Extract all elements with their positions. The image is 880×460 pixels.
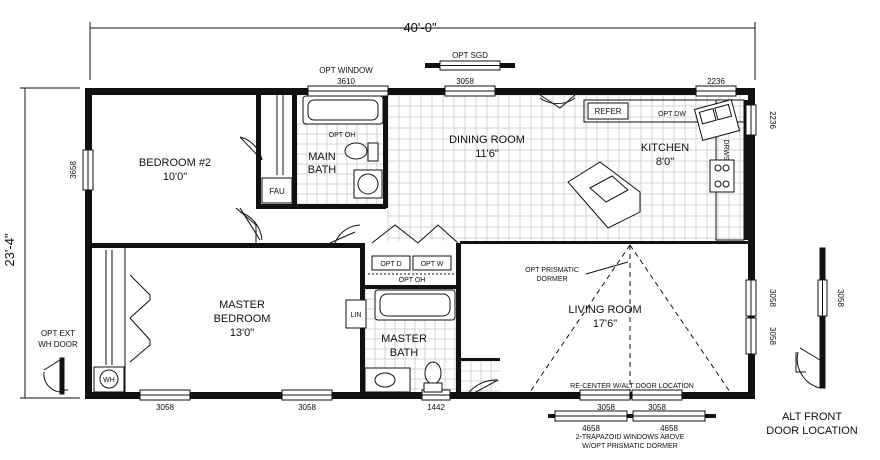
dining-size: 11'6"	[475, 148, 499, 160]
trapezoid-windows-marker	[548, 410, 716, 422]
win-bottom-living-1: 3058	[597, 403, 615, 412]
win-right-kitchen: 2236	[768, 111, 777, 129]
main-bath-sink	[353, 169, 383, 199]
opt-oh-main-label: OPT OH	[329, 132, 356, 139]
opt-sgd-note: OPT SGD	[452, 51, 488, 60]
opt-ext-note-1: OPT EXT	[41, 329, 75, 338]
opt-sgd-marker	[425, 60, 515, 71]
win-left-bedroom: 3658	[69, 161, 78, 179]
win-right-living-1: 3058	[768, 289, 777, 307]
recenter-note: RE-CENTER W/ALT DOOR LOCATION	[570, 383, 694, 390]
wh-label: WH	[103, 377, 115, 384]
win-right-living-2: 3058	[768, 327, 777, 345]
depth-dimension: 23'-4"	[2, 87, 80, 399]
win-bottom-master-1: 3058	[156, 403, 174, 412]
win-trap-2: 4658	[660, 424, 678, 433]
closets	[105, 95, 284, 392]
win-trap-1: 4658	[582, 424, 600, 433]
linen-closet	[345, 299, 367, 329]
master-bedroom-name-2: BEDROOM	[214, 313, 271, 325]
alt-front-door-marker	[795, 247, 828, 389]
prismatic-dormer-lines	[529, 244, 731, 393]
kitchen-size: 8'0"	[656, 156, 674, 168]
prismatic-note-2: DORMER	[536, 276, 567, 283]
interior-walls	[85, 88, 755, 399]
main-bath-name-2: BATH	[308, 164, 337, 176]
doors	[129, 94, 576, 399]
master-bath-sink	[364, 367, 411, 393]
master-bedroom-name-1: MASTER	[219, 299, 265, 311]
living-size: 17'6"	[593, 318, 617, 330]
opt-ext-wh-door-marker	[43, 357, 68, 395]
main-bath-toilet	[344, 142, 379, 162]
fau-label: FAU	[269, 187, 285, 196]
prismatic-note-1: OPT PRISMATIC	[525, 267, 579, 274]
lin-label: LIN	[351, 312, 362, 319]
refer-box	[587, 102, 629, 120]
opt-ext-note-2: WH DOOR	[38, 340, 78, 349]
bedroom2-size: 10'0"	[163, 171, 187, 183]
opt-d-label: OPT D	[380, 261, 401, 268]
refer-label: REFER	[594, 107, 621, 116]
dining-name: DINING ROOM	[449, 134, 525, 146]
range	[709, 159, 735, 193]
kitchen-sink	[693, 99, 741, 141]
kitchen-island	[567, 161, 641, 229]
win-top-dining: 3058	[456, 77, 474, 86]
win-top-kitchen: 2236	[707, 77, 725, 86]
living-name: LIVING ROOM	[568, 304, 641, 316]
kitchen-name: KITCHEN	[641, 142, 689, 154]
win-top-bath: 3610	[337, 77, 355, 86]
opt-oh-laundry-label: OPT OH	[399, 277, 426, 284]
overall-depth-label: 23'-4"	[2, 233, 17, 267]
width-dimension: 40'-0"	[89, 20, 756, 80]
dining-kitchen-tile	[387, 94, 744, 241]
master-bath-tub	[374, 289, 456, 321]
win-bottom-living-2: 3058	[648, 403, 666, 412]
drws-label: DRWS	[722, 139, 729, 161]
opt-dw-label: OPT DW	[658, 111, 686, 118]
opt-d-box	[371, 255, 411, 271]
trap-note-2: W/OPT PRISMATIC DORMER	[582, 443, 677, 450]
main-bath-tub	[302, 95, 384, 125]
master-bath-name-2: BATH	[390, 347, 419, 359]
trap-note-1: 2-TRAPAZOID WINDOWS ABOVE	[576, 434, 685, 441]
win-alt-door-side: 3058	[836, 289, 845, 307]
alt-front-note-1: ALT FRONT	[782, 411, 842, 423]
master-bath-name-1: MASTER	[381, 333, 427, 345]
fau-box	[261, 177, 293, 204]
opt-window-note: OPT WINDOW	[319, 66, 373, 75]
opt-w-box	[412, 255, 452, 271]
master-bath-toilet	[423, 361, 443, 393]
opt-w-label: OPT W	[421, 261, 444, 268]
bedroom2-name: BEDROOM #2	[139, 157, 211, 169]
alt-front-note-2: DOOR LOCATION	[766, 425, 858, 437]
master-bedroom-size: 13'0"	[230, 327, 254, 339]
overall-width-label: 40'-0"	[403, 20, 437, 35]
win-bottom-bath: 1442	[427, 403, 445, 412]
main-bath-name-1: MAIN	[308, 151, 336, 163]
win-bottom-master-2: 3058	[298, 403, 316, 412]
windows	[82, 85, 757, 401]
entry-tile	[460, 360, 500, 392]
